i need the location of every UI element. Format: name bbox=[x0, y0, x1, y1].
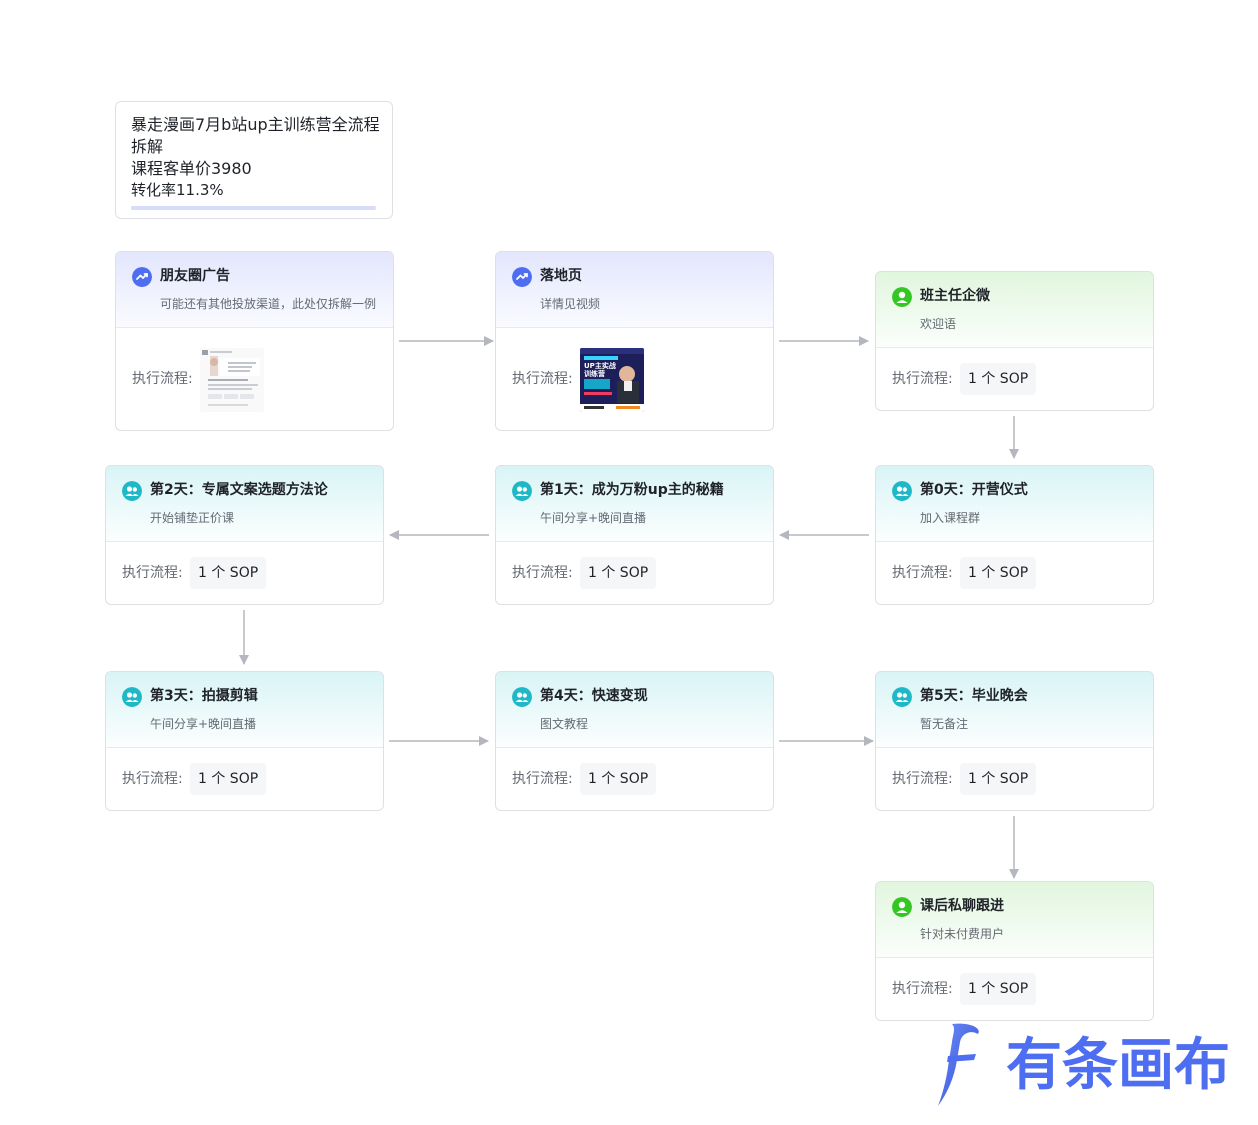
summary-title: 暴走漫画7月b站up主训练营全流程 bbox=[131, 115, 380, 134]
exec-label: 执行流程: bbox=[512, 565, 573, 581]
node-subtitle: 详情见视频 bbox=[540, 297, 601, 311]
node-title: 第2天：专属文案选题方法论 bbox=[150, 482, 328, 498]
node-day0[interactable]: 第0天：开营仪式 加入课程群 执行流程: 1 个 SOP bbox=[875, 465, 1154, 605]
ad-thumbnail-image[interactable] bbox=[200, 348, 264, 412]
node-day4[interactable]: 第4天：快速变现 图文教程 执行流程: 1 个 SOP bbox=[495, 671, 774, 811]
node-subtitle: 可能还有其他投放渠道，此处仅拆解一例 bbox=[160, 297, 377, 311]
group-icon bbox=[892, 687, 912, 707]
exec-label: 执行流程: bbox=[122, 771, 183, 787]
logo-text: 有条画布 bbox=[1006, 1033, 1230, 1098]
node-landing-page[interactable]: 落地页 详情见视频 执行流程: UP主实战 训练营 bbox=[495, 251, 774, 431]
channel-icon bbox=[512, 267, 532, 287]
node-title: 班主任企微 bbox=[920, 288, 990, 304]
exec-label: 执行流程: bbox=[892, 771, 953, 787]
sop-tag[interactable]: 1 个 SOP bbox=[960, 973, 1037, 1005]
exec-label: 执行流程: bbox=[132, 371, 193, 387]
node-title: 朋友圈广告 bbox=[160, 268, 230, 284]
thumb-text-1: UP主实战 bbox=[584, 361, 616, 370]
node-day5[interactable]: 第5天：毕业晚会 暂无备注 执行流程: 1 个 SOP bbox=[875, 671, 1154, 811]
summary-title-cont: 拆解 bbox=[131, 137, 164, 156]
exec-label: 执行流程: bbox=[892, 565, 953, 581]
exec-label: 执行流程: bbox=[892, 371, 953, 387]
node-moments-ad[interactable]: 朋友圈广告 可能还有其他投放渠道，此处仅拆解一例 执行流程: bbox=[115, 251, 394, 431]
sop-tag[interactable]: 1 个 SOP bbox=[190, 763, 267, 795]
node-title: 落地页 bbox=[540, 268, 582, 284]
exec-label: 执行流程: bbox=[512, 771, 573, 787]
sop-tag[interactable]: 1 个 SOP bbox=[580, 763, 657, 795]
node-day3[interactable]: 第3天：拍摄剪辑 午间分享+晚间直播 执行流程: 1 个 SOP bbox=[105, 671, 384, 811]
person-icon bbox=[892, 897, 912, 917]
sop-tag[interactable]: 1 个 SOP bbox=[960, 557, 1037, 589]
group-icon bbox=[122, 687, 142, 707]
node-subtitle: 图文教程 bbox=[540, 717, 589, 731]
summary-price: 课程客单价3980 bbox=[131, 159, 252, 178]
node-subtitle: 开始铺垫正价课 bbox=[150, 511, 235, 525]
node-title: 第5天：毕业晚会 bbox=[920, 688, 1028, 704]
node-subtitle: 暂无备注 bbox=[920, 717, 969, 731]
landing-thumbnail-image[interactable]: UP主实战 训练营 bbox=[580, 348, 644, 412]
node-day1[interactable]: 第1天：成为万粉up主的秘籍 午间分享+晚间直播 执行流程: 1 个 SOP bbox=[495, 465, 774, 605]
exec-label: 执行流程: bbox=[122, 565, 183, 581]
sop-tag[interactable]: 1 个 SOP bbox=[190, 557, 267, 589]
node-teacher-wecom[interactable]: 班主任企微 欢迎语 执行流程: 1 个 SOP bbox=[875, 271, 1154, 411]
node-title: 第0天：开营仪式 bbox=[920, 482, 1028, 498]
node-subtitle: 午间分享+晚间直播 bbox=[540, 511, 647, 525]
node-subtitle: 针对未付费用户 bbox=[920, 927, 1005, 941]
sop-tag[interactable]: 1 个 SOP bbox=[960, 763, 1037, 795]
channel-icon bbox=[132, 267, 152, 287]
thumb-text-2: 训练营 bbox=[584, 369, 605, 378]
node-title: 第4天：快速变现 bbox=[540, 688, 648, 704]
group-icon bbox=[122, 481, 142, 501]
person-icon bbox=[892, 287, 912, 307]
node-title: 第1天：成为万粉up主的秘籍 bbox=[540, 482, 724, 498]
node-title: 课后私聊跟进 bbox=[920, 898, 1004, 914]
group-icon bbox=[512, 687, 532, 707]
group-icon bbox=[892, 481, 912, 501]
node-subtitle: 欢迎语 bbox=[920, 317, 957, 331]
summary-card[interactable]: 暴走漫画7月b站up主训练营全流程 拆解 课程客单价3980 转化率11.3% bbox=[115, 101, 393, 219]
node-subtitle: 加入课程群 bbox=[920, 511, 981, 525]
node-day2[interactable]: 第2天：专属文案选题方法论 开始铺垫正价课 执行流程: 1 个 SOP bbox=[105, 465, 384, 605]
youtiao-canvas-logo: 有条画布 bbox=[938, 1023, 1230, 1106]
node-title: 第3天：拍摄剪辑 bbox=[150, 688, 258, 704]
sop-tag[interactable]: 1 个 SOP bbox=[960, 363, 1037, 395]
exec-label: 执行流程: bbox=[512, 371, 573, 387]
summary-conversion: 转化率11.3% bbox=[131, 181, 224, 199]
node-followup[interactable]: 课后私聊跟进 针对未付费用户 执行流程: 1 个 SOP bbox=[875, 881, 1154, 1021]
sop-tag[interactable]: 1 个 SOP bbox=[580, 557, 657, 589]
node-subtitle: 午间分享+晚间直播 bbox=[150, 717, 257, 731]
summary-progress-bar bbox=[131, 206, 376, 210]
exec-label: 执行流程: bbox=[892, 981, 953, 997]
group-icon bbox=[512, 481, 532, 501]
